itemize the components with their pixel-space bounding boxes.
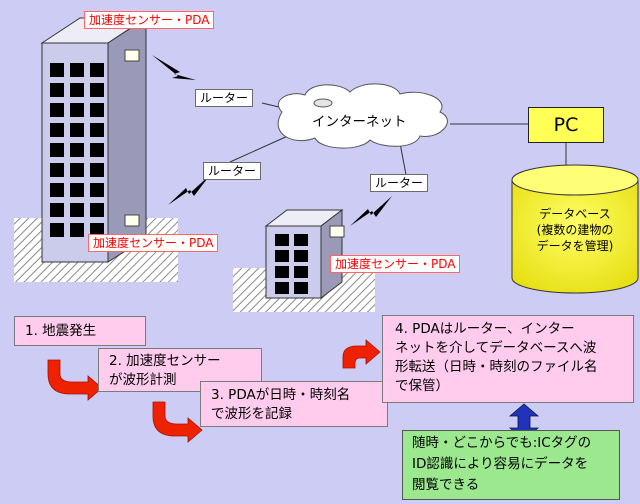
building-window <box>275 250 289 262</box>
building-window <box>70 203 84 217</box>
arrow-step2-to-3-icon <box>152 401 203 443</box>
building-window <box>70 223 84 237</box>
pc-box: PC <box>528 107 604 143</box>
access-note-line: 閲覧できる <box>412 477 480 493</box>
router-label-1: ルーター <box>195 89 254 107</box>
step-2-line: が波形計測 <box>109 372 177 388</box>
building-window <box>90 203 104 217</box>
database-label-line: (複数の建物の <box>536 223 614 237</box>
building-window <box>50 183 64 197</box>
sensor-label-top: 加速度センサー・PDA <box>84 11 215 29</box>
building-window <box>50 63 64 77</box>
internet-label: インターネット <box>312 114 407 130</box>
building-window <box>70 103 84 117</box>
wireless-link-icons <box>152 55 392 226</box>
building-window <box>90 183 104 197</box>
step-3-line: で波形を記録 <box>211 406 292 422</box>
database-label-line: データベース <box>539 207 611 221</box>
database-label: データベース (複数の建物の データを管理) <box>512 206 638 254</box>
step-4-box: 4. PDAはルーター、インター ネットを介してデータベースへ波 形転送（日時・… <box>382 315 634 403</box>
small-building-windows <box>275 234 308 294</box>
building-window <box>70 63 84 77</box>
building-window <box>275 266 289 278</box>
router-label-2: ルーター <box>203 162 262 180</box>
router-label-3: ルーター <box>370 174 429 192</box>
building-window <box>90 163 104 177</box>
building-window <box>70 123 84 137</box>
building-window <box>50 163 64 177</box>
building-window <box>70 163 84 177</box>
database-label-line: データを管理) <box>536 239 614 253</box>
step-3-line: 3. PDAが日時・時刻名 <box>211 387 351 403</box>
building-window <box>50 103 64 117</box>
building-window <box>294 282 308 294</box>
building-window <box>90 103 104 117</box>
building-window <box>50 223 64 237</box>
building-window <box>90 123 104 137</box>
arrow-step1-to-2-icon <box>47 359 103 401</box>
step-4-line: で保管） <box>395 378 449 394</box>
access-note-line: ID認識により容易にデータを <box>412 456 589 472</box>
step-1-text: 1. 地震発生 <box>25 323 97 339</box>
building-window <box>294 250 308 262</box>
building-window <box>70 183 84 197</box>
building-window <box>50 83 64 97</box>
building-window <box>90 143 104 157</box>
sensor-box-top-icon <box>124 49 140 62</box>
sensor-label-mid: 加速度センサー・PDA <box>88 234 219 252</box>
building-window <box>70 143 84 157</box>
step-4-line: 形転送（日時・時刻のファイル名 <box>395 359 598 375</box>
building-window <box>50 143 64 157</box>
sensor-label-small: 加速度センサー・PDA <box>330 255 461 273</box>
access-note-box: 随時・どこからでも:ICタグの ID認識により容易にデータを 閲覧できる <box>402 430 620 500</box>
sensor-box-bottom-icon <box>124 214 140 227</box>
cloud-disc-icon <box>313 98 333 108</box>
building-window <box>275 234 289 246</box>
small-building <box>264 208 345 300</box>
flow-arrows <box>47 339 381 443</box>
tall-building <box>40 17 148 263</box>
building-window <box>275 282 289 294</box>
step-4-line: 4. PDAはルーター、インター <box>395 321 575 337</box>
building-window <box>294 266 308 278</box>
building-window <box>50 123 64 137</box>
tall-building-windows <box>50 63 104 237</box>
step-3-box: 3. PDAが日時・時刻名 で波形を記録 <box>200 381 388 427</box>
building-window <box>50 203 64 217</box>
arrow-step3-to-4-icon <box>342 339 381 369</box>
building-window <box>70 83 84 97</box>
step-2-line: 2. 加速度センサー <box>109 353 221 369</box>
building-window <box>90 63 104 77</box>
sensor-box-small-icon <box>329 225 345 238</box>
database-cylinder <box>511 164 639 294</box>
building-window <box>90 83 104 97</box>
access-note-line: 随時・どこからでも:ICタグの <box>412 435 592 451</box>
step-1-box: 1. 地震発生 <box>14 316 146 346</box>
building-window <box>294 234 308 246</box>
building-window <box>90 223 104 237</box>
step-4-line: ネットを介してデータベースへ波 <box>395 340 597 356</box>
